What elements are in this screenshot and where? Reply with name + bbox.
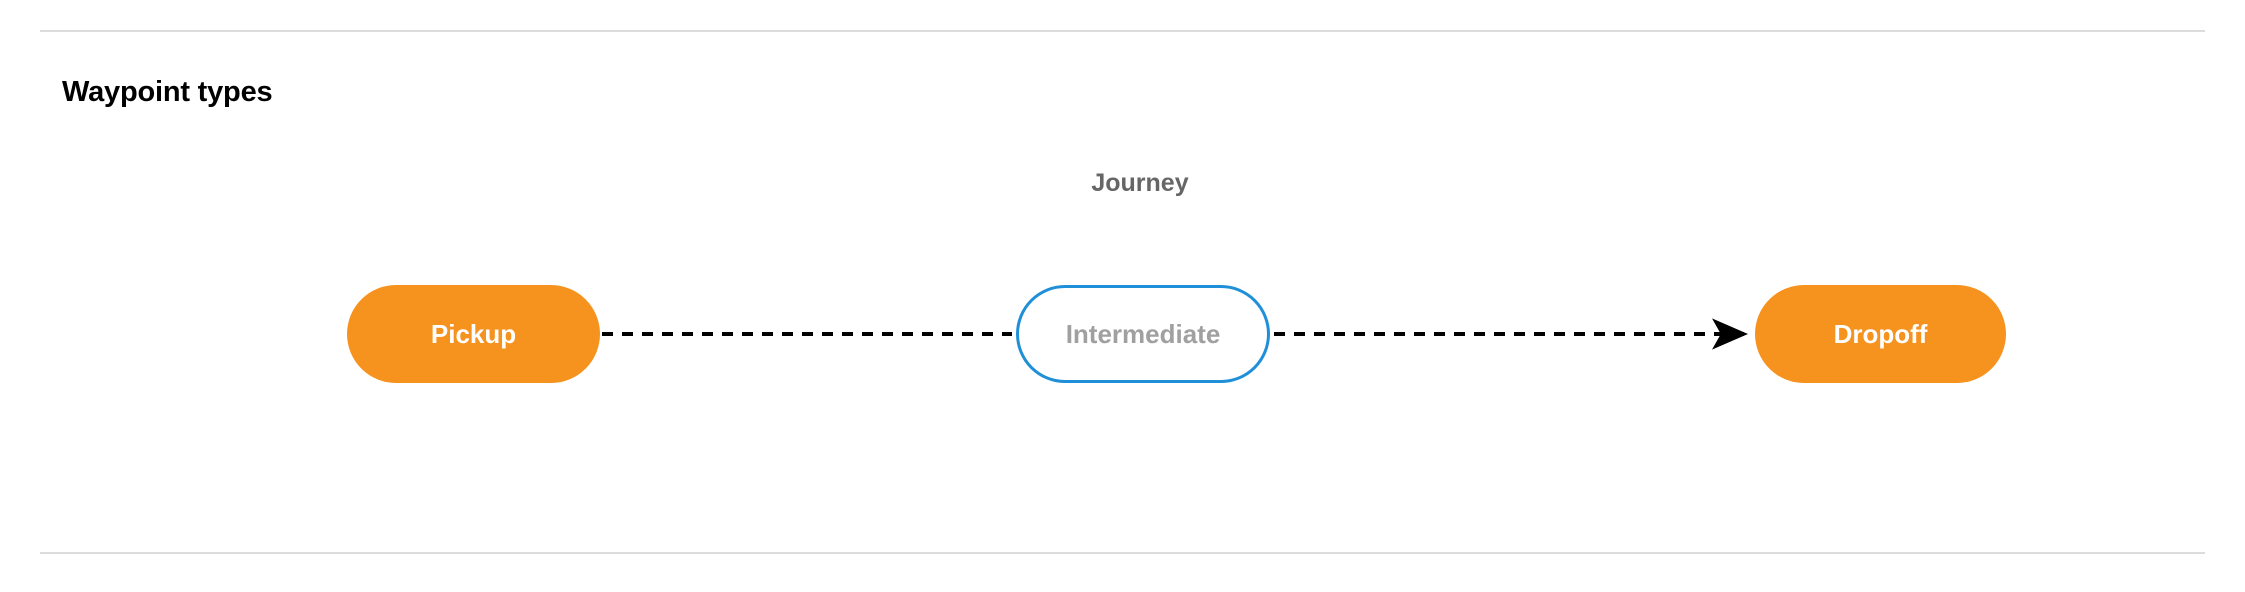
node-intermediate[interactable]: Intermediate [1016, 285, 1270, 383]
node-pickup-label: Pickup [430, 319, 517, 349]
node-pickup[interactable]: Pickup [347, 285, 600, 383]
node-intermediate-label: Intermediate [1065, 319, 1221, 349]
page-title: Waypoint types [62, 76, 273, 108]
node-dropoff-label: Dropoff [1833, 319, 1928, 349]
divider-bottom [40, 552, 2205, 554]
cluster-label-journey: Journey [1091, 169, 1189, 197]
node-dropoff[interactable]: Dropoff [1755, 285, 2006, 383]
divider-top [40, 30, 2205, 32]
